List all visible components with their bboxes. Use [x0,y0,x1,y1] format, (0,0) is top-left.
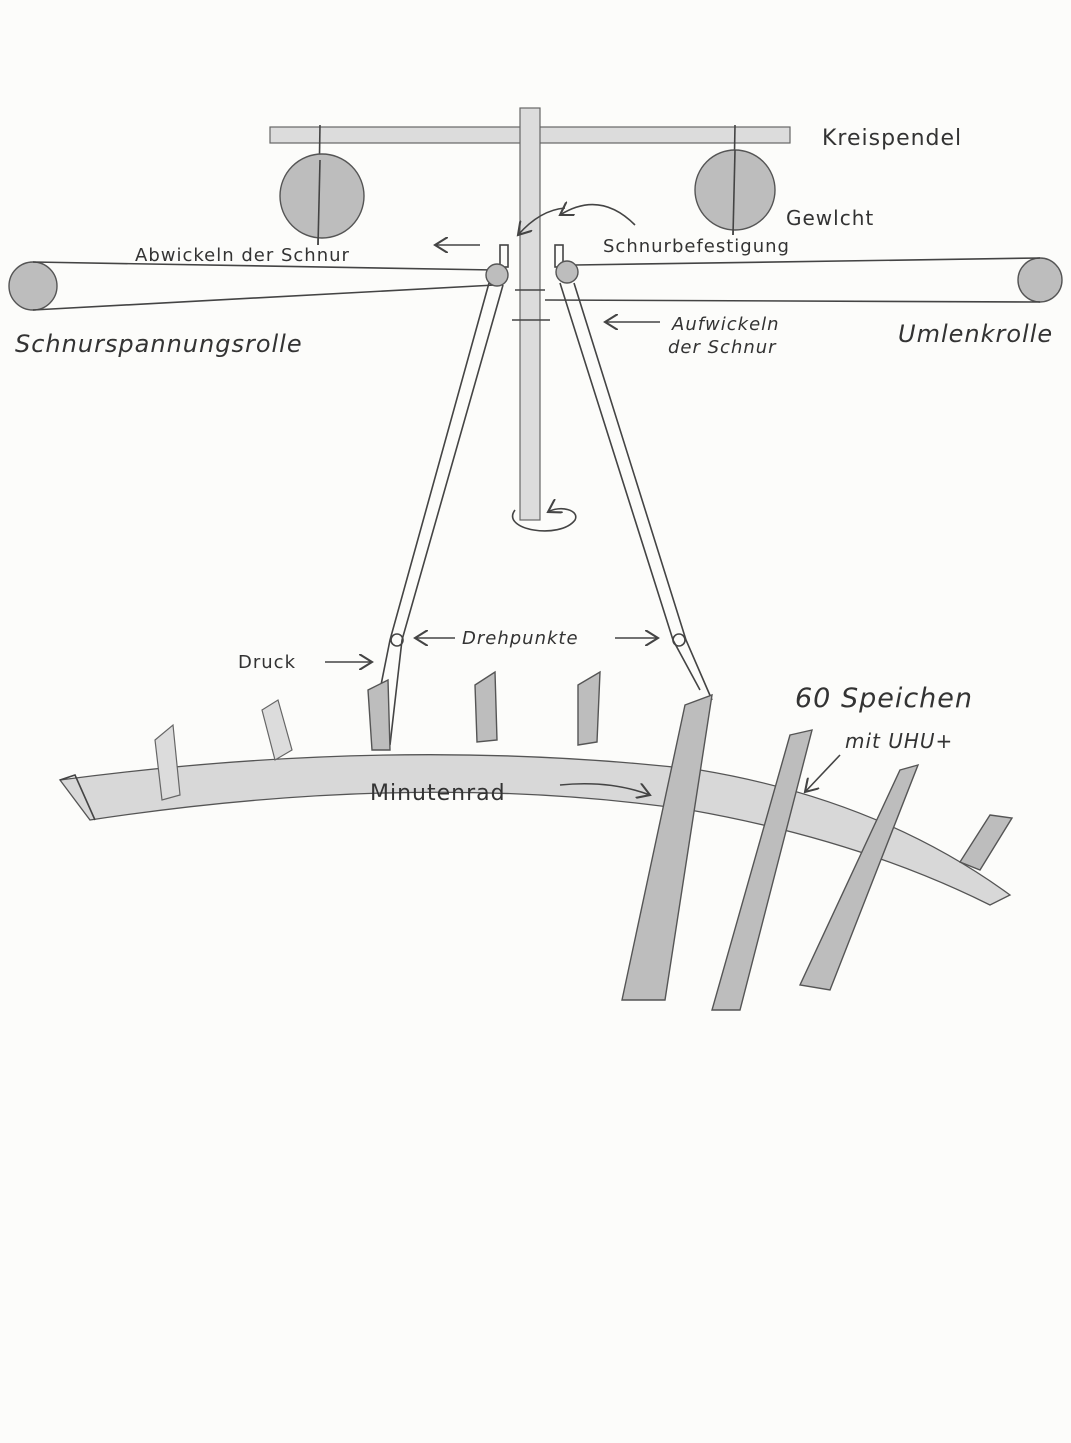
lever-right [559,282,713,701]
wheel-teeth [59,670,601,821]
label-aufwickeln-2: der Schnur [668,337,777,358]
label-drehpunkte: Drehpunkte [462,628,579,649]
tension-pulley [8,261,58,311]
label-gewicht: Gewlcht [786,206,874,230]
label-schnurbefestigung: Schnurbefestigung [603,236,790,257]
label-aufwickeln-1: Aufwickeln [671,314,780,335]
label-umlenkrolle: Umlenkrolle [898,320,1053,348]
string [32,257,1041,311]
wheel-spokes [621,693,1014,1011]
label-speichen-2: mit UHU+ [845,729,953,753]
label-abwickeln: Abwickeln der Schnur [135,245,350,266]
label-druck: Druck [238,652,296,673]
label-minutenrad: Minutenrad [370,781,506,806]
weight-left [279,124,365,246]
lever-left [377,282,504,746]
pendulum-shaft [519,107,541,521]
label-kreispendel: Kreispendel [822,126,962,151]
spool-right [555,260,579,284]
spool-left [485,263,509,287]
label-speichen-1: 60 Speichen [795,683,973,714]
weight-right [694,124,776,236]
label-schnurspannungsrolle: Schnurspannungsrolle [15,330,303,358]
rotation-arrow [511,509,577,532]
deflection-pulley [1017,257,1063,303]
minute-wheel [58,754,1012,906]
